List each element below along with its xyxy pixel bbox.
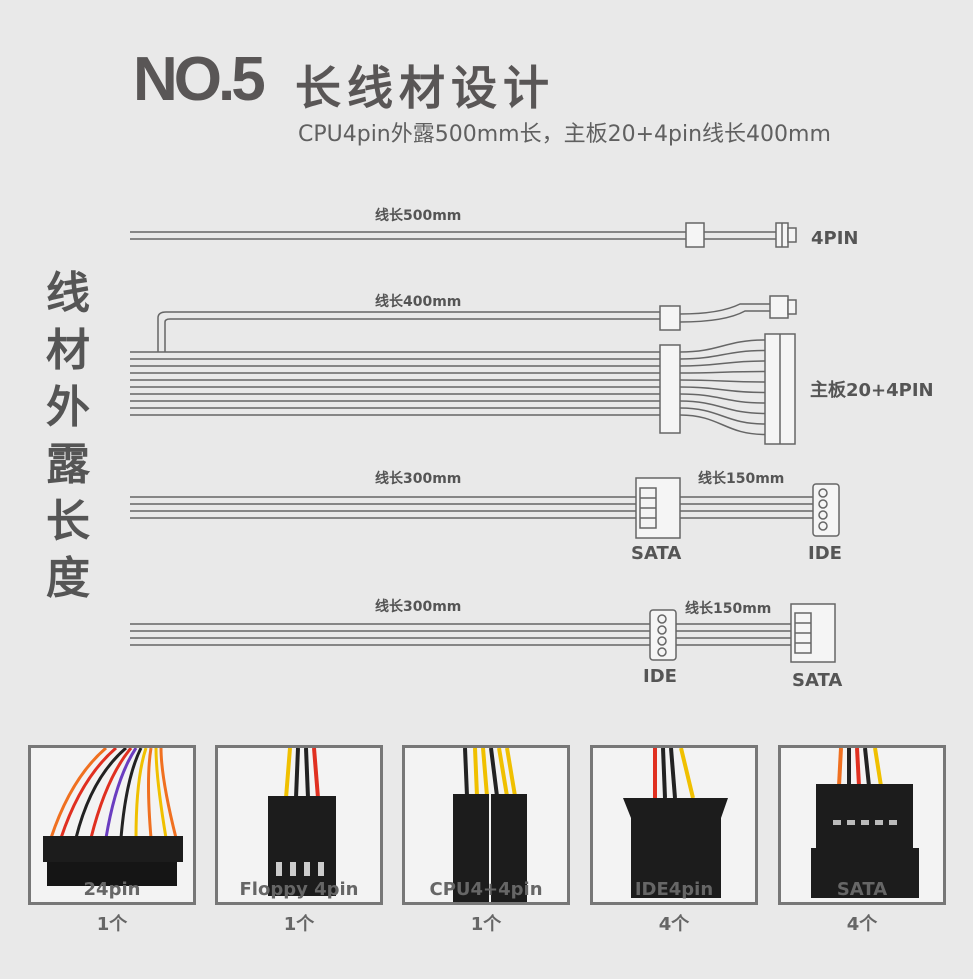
cable-diagram: 线长500mm 4PIN 线长400mm 主板20+4PIN 线长300mm 线… <box>130 207 934 691</box>
main-connector-label: 主板20+4PIN <box>810 379 934 401</box>
sata-ide-cable-length: 线长300mm <box>375 470 461 487</box>
sata-ide-cable <box>130 477 840 539</box>
connector-card-24pin: 24pin <box>28 745 196 905</box>
connector-card-ide: IDE4pin <box>590 745 758 905</box>
wire <box>679 339 766 353</box>
cpu-cable <box>130 222 797 248</box>
cpu-connector-image <box>453 748 527 902</box>
ide-sata-branch-length: 线长150mm <box>685 600 771 617</box>
connector-name: CPU4+4pin <box>429 879 543 900</box>
connector-card-sata: SATA <box>778 745 946 905</box>
page-title: 长线材设计 <box>295 61 555 115</box>
sata-label: SATA <box>631 543 681 564</box>
connector-count: 1个 <box>283 914 315 935</box>
ide-connector-image <box>623 748 728 898</box>
connector-card-floppy: Floppy 4pin <box>215 745 383 905</box>
cpu-cable-length: 线长500mm <box>375 207 461 224</box>
connector-name: SATA <box>836 879 888 900</box>
sata-ide-branch-length: 线长150mm <box>698 470 784 487</box>
connector-name: IDE4pin <box>634 879 714 900</box>
connector-card-cpu: CPU4+4pin <box>402 745 570 905</box>
wire <box>679 393 766 404</box>
ide-connector <box>649 609 677 661</box>
connector-name: Floppy 4pin <box>239 879 359 900</box>
side-label-char: 长 <box>46 496 90 547</box>
side-label: 线 材 外 露 长 度 <box>40 265 96 607</box>
ide-sata-cable-length: 线长300mm <box>375 598 461 615</box>
wire <box>679 349 766 360</box>
cpu-connector-label: 4PIN <box>811 228 858 249</box>
connector-count: 1个 <box>96 914 128 935</box>
24pin-connector-image <box>43 748 183 886</box>
wire <box>679 400 766 415</box>
section-number: NO.5 <box>133 45 266 114</box>
connector-count: 1个 <box>470 914 502 935</box>
wire <box>679 386 766 394</box>
wire <box>679 370 766 374</box>
wire <box>679 360 766 367</box>
ide-label: IDE <box>643 666 677 687</box>
ide-sata-cable <box>130 603 836 663</box>
wire <box>679 407 766 425</box>
wire <box>679 379 766 383</box>
side-label-char: 线 <box>46 268 90 319</box>
side-label-char: 外 <box>46 382 90 433</box>
main-cable <box>130 295 797 445</box>
side-label-char: 度 <box>46 553 90 604</box>
connector-count: 4个 <box>846 914 878 935</box>
connector-name: 24pin <box>83 879 141 900</box>
subtitle: CPU4pin外露500mm长，主板20+4pin线长400mm <box>298 122 831 147</box>
side-label-char: 材 <box>46 325 90 376</box>
ide-label: IDE <box>808 543 842 564</box>
sata-label: SATA <box>792 670 842 691</box>
main-cable-sleeve <box>659 344 681 434</box>
main-cable-length: 线长400mm <box>375 293 461 310</box>
cable-sleeve <box>685 222 705 248</box>
sata-connector-image <box>811 748 919 898</box>
wire <box>679 414 766 436</box>
side-label-char: 露 <box>46 439 90 490</box>
connector-count: 4个 <box>658 914 690 935</box>
floppy-connector-image <box>268 748 336 896</box>
